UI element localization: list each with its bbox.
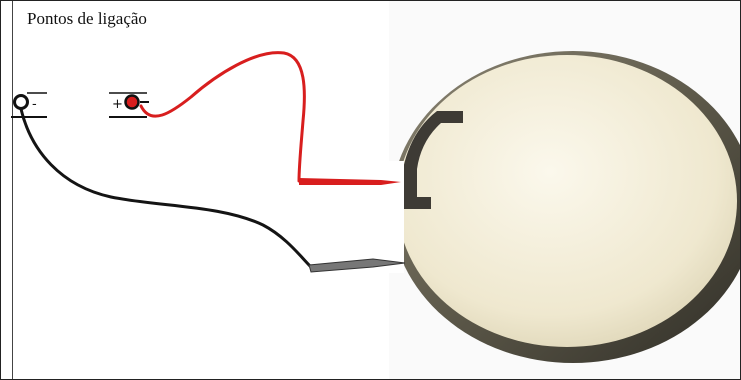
red-wire	[141, 53, 304, 181]
disc-ceramic-face	[397, 55, 737, 347]
negative-terminal: -	[11, 93, 47, 117]
positive-symbol: +	[112, 97, 123, 112]
negative-symbol: -	[32, 97, 37, 112]
connector-gap	[376, 161, 404, 273]
black-wire	[21, 109, 311, 267]
positive-terminal: +	[109, 93, 149, 117]
negative-terminal-ring	[15, 96, 28, 109]
positive-terminal-dot	[126, 96, 139, 109]
